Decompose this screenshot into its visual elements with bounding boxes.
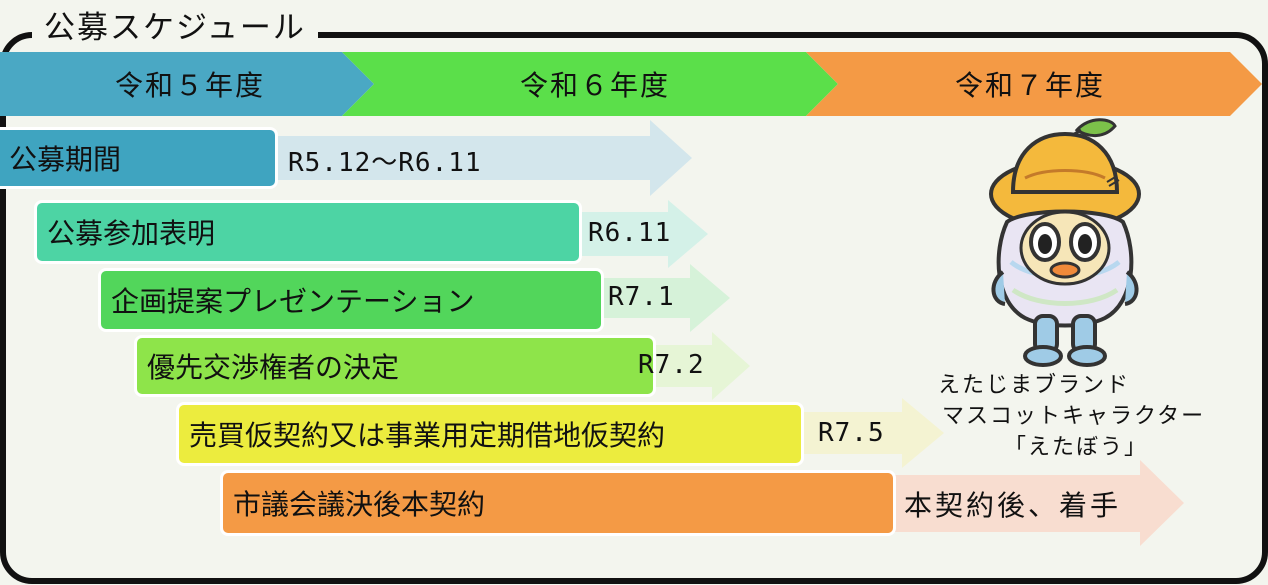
step-box-1: 公募期間 — [0, 127, 278, 189]
step-arrow-6 — [890, 460, 1184, 546]
step-date-1: R5.12〜R6.11 — [288, 148, 482, 178]
year-chevron-r7 — [806, 52, 1262, 116]
step-box-2: 公募参加表明 — [34, 200, 582, 264]
step-date-6: 本契約後、着手 — [904, 489, 1122, 522]
mascot-caption: えたじまブランド マスコットキャラクター 「えたぼう」 — [938, 370, 1205, 463]
step-date-2: R6.11 — [588, 218, 672, 248]
step-date-5: R7.5 — [818, 418, 885, 448]
step-arrow-4 — [650, 332, 750, 400]
step-arrow-2 — [575, 200, 708, 268]
mascot-character-icon — [989, 118, 1141, 367]
step-box-6: 市議会議決後本契約 — [220, 470, 896, 536]
step-arrow-5 — [800, 398, 944, 468]
title-wrap: 公募スケジュール — [32, 0, 318, 48]
step-arrow-1 — [270, 120, 692, 196]
year-chevron-r6 — [342, 52, 838, 116]
year-label-r7: 令和７年度 — [954, 69, 1105, 102]
mascot-caption-line-1: えたじまブランド — [938, 373, 1131, 398]
year-label-r5: 令和５年度 — [114, 69, 265, 102]
step-date-4: R7.2 — [638, 350, 705, 380]
mascot-caption-line-2: マスコットキャラクター — [942, 404, 1206, 429]
year-label-r6: 令和６年度 — [519, 69, 670, 102]
step-box-5: 売買仮契約又は事業用定期借地仮契約 — [176, 402, 804, 466]
step-box-3: 企画提案プレゼンテーション — [98, 268, 604, 332]
year-chevron-r5 — [0, 52, 374, 116]
page-title: 公募スケジュール — [44, 9, 306, 46]
fiscal-year-bar — [0, 52, 1262, 116]
step-date-3: R7.1 — [608, 282, 675, 312]
step-arrow-3 — [598, 264, 730, 332]
step-box-4: 優先交渉権者の決定 — [134, 335, 656, 397]
mascot-caption-line-3: 「えたぼう」 — [1004, 435, 1149, 460]
